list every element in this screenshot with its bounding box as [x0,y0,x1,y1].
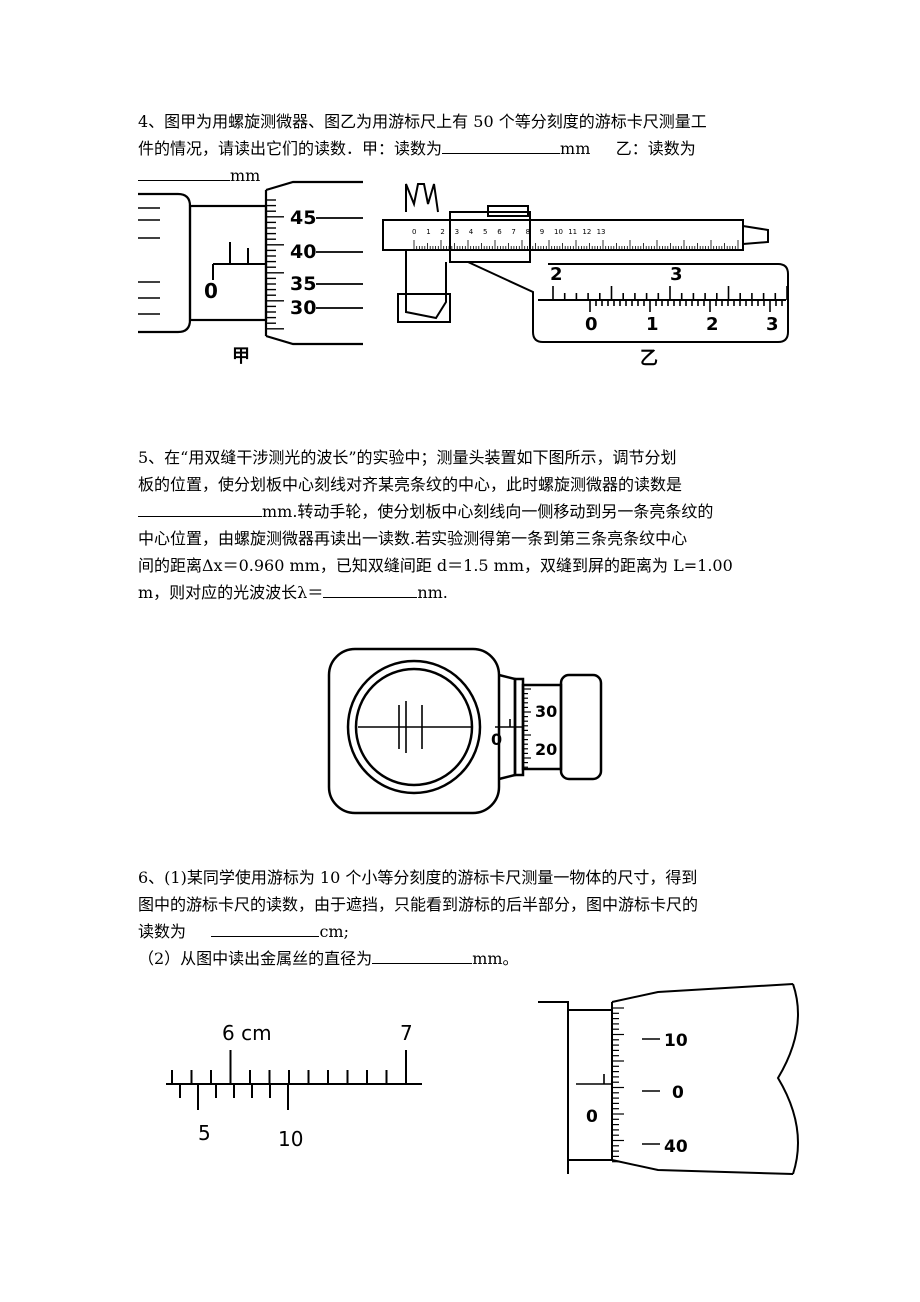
q5-blank-wavelength[interactable] [323,581,418,598]
body-scale-label: 4 [469,228,474,236]
mw-zero: 0 [586,1107,598,1127]
q5-line4: 中心位置，由螺旋测微器再读出一读数.若实验测得第一条到第三条亮条纹中心 [138,529,688,548]
q5-line2: 板的位置，使分划板中心刻线对齐某亮条纹的中心，此时螺旋测微器的读数是 [138,475,683,494]
cp-label-10: 10 [278,1127,303,1151]
q4-line3: mm [138,162,783,189]
cp-label-7: 7 [400,1021,413,1045]
measuring-head-figure: 0 30 20 [327,647,603,815]
micrometer-wire-figure: 0 10 0 40 [538,983,799,1175]
q5-line6: m，则对应的光波波长λ＝nm. [138,581,448,602]
cp-label-5: 5 [198,1121,211,1145]
micro-jia-zero: 0 [204,279,218,303]
yi-vernier-label-2: 2 [706,314,719,335]
body-scale-label: 0 [412,228,416,236]
q5-line1: 5、在“用双缝干涉测光的波长”的实验中；测量头装置如下图所示，调节分划 [138,448,677,467]
q6-line2: 图中的游标卡尺的读数，由于遮挡，只能看到游标的后半部分，图中游标卡尺的 [138,895,699,914]
body-scale-label: 10 [554,228,563,236]
micro-jia-tick-40: 40 [290,241,316,263]
body-scale-label: 11 [568,228,577,236]
body-scale-label: 9 [540,228,544,236]
q4-blank-yi[interactable] [138,164,230,181]
q5-text: 5、在“用双缝干涉测光的波长”的实验中；测量头装置如下图所示，调节分划 板的位置… [138,444,783,606]
body-scale-label: 3 [455,228,459,236]
q4-line1: 4、图甲为用螺旋测微器、图乙为用游标尺上有 50 个等分刻度的游标卡尺测量工 [138,112,707,131]
mh-tick-30: 30 [535,702,557,721]
q6-line3: 读数为 cm; [138,920,349,941]
q6-line1: 6、(1)某同学使用游标为 10 个小等分刻度的游标卡尺测量一物体的尺寸，得到 [138,868,698,887]
q6-blank-caliper[interactable] [211,920,320,937]
q4-text: 4、图甲为用螺旋测微器、图乙为用游标尺上有 50 个等分刻度的游标卡尺测量工 件… [138,108,783,189]
caliper-partial-figure: 6 cm 7 5 10 [166,1021,422,1151]
body-scale-label: 6 [497,228,502,236]
mw-tick-10: 10 [664,1031,688,1051]
micrometer-figure-jia: 0 45 40 35 30 甲 [138,180,363,367]
micro-jia-tick-35: 35 [290,273,316,295]
body-scale-label: 8 [526,228,530,236]
fig-jia-caption: 甲 [232,346,250,367]
mw-tick-0: 0 [672,1083,684,1103]
q5-blank-reading[interactable] [138,500,262,517]
q6-text: 6、(1)某同学使用游标为 10 个小等分刻度的游标卡尺测量一物体的尺寸，得到 … [138,864,783,972]
body-scale-label: 1 [426,228,430,236]
cp-label-6cm: 6 cm [222,1021,272,1045]
body-scale-label: 12 [582,228,591,236]
yi-vernier-label-1: 1 [646,314,659,335]
yi-main-label-3: 3 [670,264,683,285]
mh-tick-20: 20 [535,740,557,759]
yi-vernier-label-3: 3 [766,314,779,335]
yi-main-label-2: 2 [550,264,563,285]
micro-jia-tick-30: 30 [290,297,316,319]
yi-vernier-label-0: 0 [585,314,598,335]
micro-jia-tick-45: 45 [290,207,316,229]
q6-blank-diameter[interactable] [372,947,473,964]
mw-tick-40: 40 [664,1137,688,1157]
body-scale-label: 13 [597,228,606,236]
fig-yi-caption: 乙 [640,348,658,369]
body-scale-label: 5 [483,228,487,236]
q5-line3: mm.转动手轮，使分划板中心刻线向一侧移动到另一条亮条纹的 [138,498,783,525]
q4-blank-jia[interactable] [442,137,561,154]
mh-zero: 0 [491,730,502,749]
q5-line5: 间的距离Δx＝0.960 mm，已知双缝间距 d＝1.5 mm，双缝到屏的距离为… [138,556,733,575]
body-scale-label: 2 [440,228,444,236]
body-scale-label: 7 [511,228,515,236]
